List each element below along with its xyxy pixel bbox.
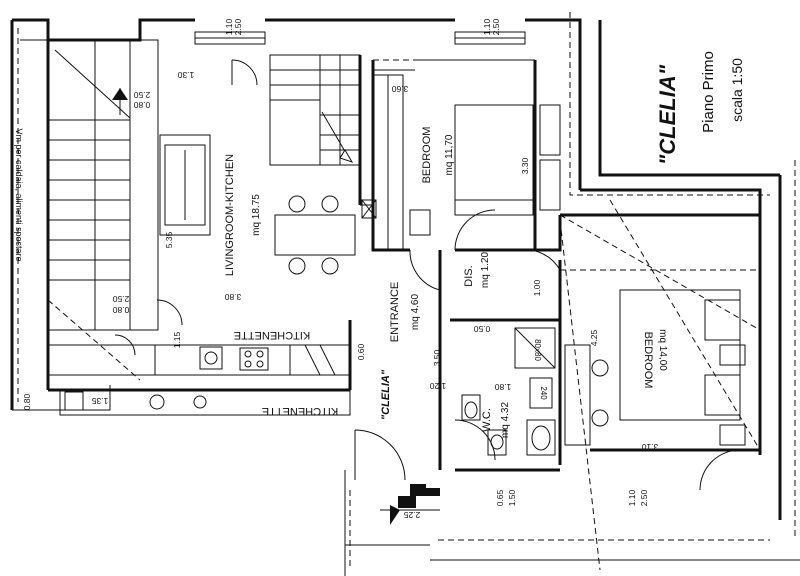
dim-065: 0.65: [495, 489, 505, 506]
toilet: [461, 394, 481, 421]
window-top-left: [194, 31, 266, 45]
dim-top-250: 2.50: [233, 18, 243, 35]
dim-135: 1.35: [91, 396, 108, 406]
sofa: [159, 134, 211, 236]
outer-walls: [10, 12, 800, 576]
room-entrance-name: ENTRANCE: [389, 282, 401, 343]
kitchenette-counter: [154, 344, 351, 376]
dim-425: 4.25: [589, 329, 599, 346]
room-living-name: LIVINGROOM-KITCHEN: [224, 154, 236, 276]
dim-330: 3.30: [520, 157, 530, 174]
dim-130: 1.30: [177, 70, 194, 80]
dim-380: 3.80: [224, 292, 241, 302]
dim-535: 5.35: [164, 231, 174, 248]
side-note: Vm per caldaia, alimenti spostare: [14, 128, 24, 261]
dim-250b: 2.50: [112, 294, 129, 304]
shower: [514, 327, 556, 369]
room-dis-name: DIS.: [463, 265, 475, 286]
dining-table: [274, 195, 377, 275]
dim-180: 1.80: [494, 382, 511, 392]
dim-250c: 2.50: [639, 489, 649, 506]
shower-size: 80x80: [533, 339, 542, 361]
room-entrance-area: mq 4.60: [410, 293, 421, 330]
room-bed1-name: BEDROOM: [421, 127, 433, 184]
clelia-entrance-label: "CLELIA": [380, 369, 392, 420]
wardrobe-1: [372, 74, 404, 251]
dim-150: 1.50: [507, 489, 517, 506]
room-living-area: mq 18.75: [251, 194, 262, 236]
tank-size: 240: [539, 386, 548, 400]
dim-120: 1.20: [429, 381, 446, 391]
dim-060: 0.60: [356, 343, 366, 360]
dim-080c: 0.80: [22, 393, 32, 410]
dim-050: 0.50: [473, 324, 490, 334]
dim-top-110: 1.10: [224, 18, 234, 35]
bidet: [487, 429, 507, 456]
bed-1: [454, 104, 561, 216]
dim-110b: 1.10: [627, 489, 637, 506]
kitchenette-label: KITCHENETTE: [234, 329, 310, 341]
scale-label: scala 1:50: [729, 58, 745, 122]
floor-label: Piano Primo: [700, 51, 717, 133]
dim-100: 1.00: [532, 279, 542, 296]
staircase-top: [269, 54, 361, 166]
room-wc-area: mq 4.32: [500, 401, 511, 438]
room-wc-name: W.C.: [481, 408, 493, 432]
dim-350: 3.50: [432, 349, 442, 366]
dim-080a: 0.80: [133, 100, 150, 110]
dim-360: 3.60: [391, 84, 408, 94]
kitchenette-below-label: KITCHENETTE: [262, 405, 338, 417]
dim-080b: 0.80: [112, 305, 129, 315]
title: "CLELIA": [655, 64, 680, 165]
room-dis-area: mq 1.20: [480, 251, 491, 288]
entrance-steps: [380, 484, 440, 525]
north-arrows: [112, 88, 128, 115]
bed-2: [619, 289, 746, 446]
staircase-left: [20, 39, 159, 381]
room-bed2-name: BEDROOM: [642, 332, 654, 389]
dim-top2-110: 1.10: [482, 18, 492, 35]
lower-kitchenette: [59, 389, 351, 416]
dim-115: 1.15: [172, 331, 182, 348]
window-top-right: [454, 31, 526, 45]
wardrobe-2: [564, 344, 609, 446]
dim-250a: 2.50: [133, 90, 150, 100]
dimension-labels: 1.10 2.50 1.10 2.50 1.30 2.50 0.80 3.60 …: [22, 18, 658, 520]
washbasin: [526, 419, 556, 456]
dim-310: 3.10: [641, 442, 658, 452]
door-swings: [114, 59, 741, 491]
dim-top2-250: 2.50: [491, 18, 501, 35]
room-bed2-area: mq 14,00: [657, 329, 668, 371]
guide-lines: [349, 59, 770, 571]
room-bed1-area: mq 11,70: [444, 134, 455, 175]
water-tank: [529, 377, 553, 409]
chair-bed1: [409, 209, 431, 236]
dim-225: 2.25: [403, 510, 420, 520]
interior-walls: [48, 55, 760, 472]
